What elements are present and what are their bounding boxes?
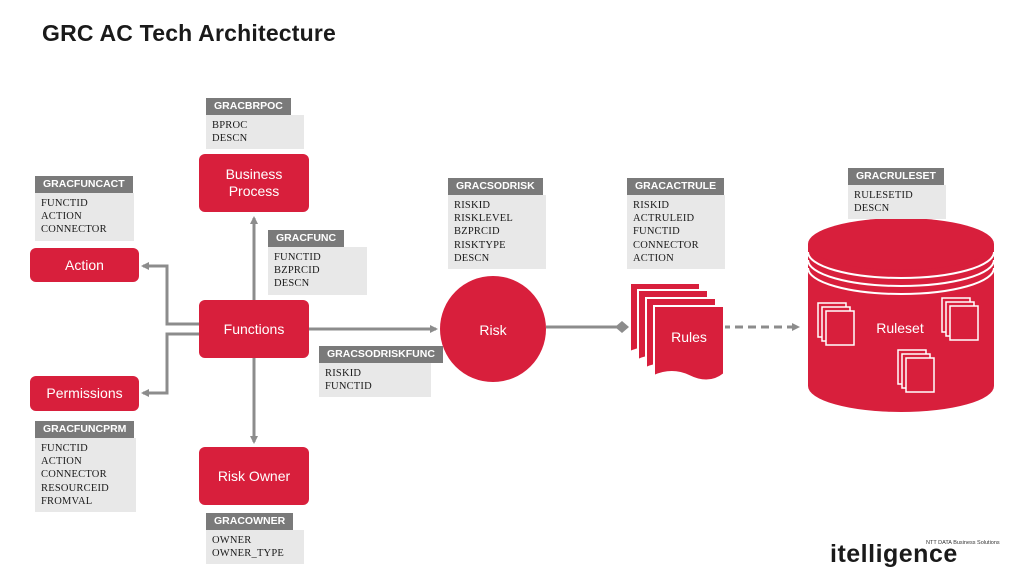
rules-label: Rules xyxy=(671,328,707,345)
table-body: FUNCTID BZPRCID DESCN xyxy=(268,247,367,295)
table-gracfuncprm: GRACFUNCPRM FUNCTID ACTION CONNECTOR RES… xyxy=(35,421,136,513)
business-process-node: Business Process xyxy=(199,154,309,212)
table-header: GRACSODRISKFUNC xyxy=(319,346,443,363)
table-field: DESCN xyxy=(854,203,890,215)
table-body: RISKID RISKLEVEL BZPRCID RISKTYPE DESCN xyxy=(448,195,546,270)
table-field: RESOURCEID xyxy=(41,482,109,494)
risk-owner-node: Risk Owner xyxy=(199,447,309,505)
table-field: ACTRULEID xyxy=(633,213,695,225)
table-field: OWNER_TYPE xyxy=(212,548,284,560)
table-gracbrpoc: GRACBRPOC BPROC DESCN xyxy=(206,98,304,150)
ruleset-doc-icon xyxy=(897,349,935,393)
diamond-marker xyxy=(615,321,629,333)
table-field: CONNECTOR xyxy=(633,239,699,251)
ruleset-doc-icon xyxy=(941,297,979,341)
table-field: FUNCTID xyxy=(274,252,321,263)
table-field: ACTION xyxy=(41,211,82,223)
ruleset-doc-icon xyxy=(817,302,855,346)
rules-node-label: Rules xyxy=(655,325,723,349)
table-field: BZPRCID xyxy=(274,265,320,277)
action-node: Action xyxy=(30,248,139,282)
table-gracruleset: GRACRULESET RULESETID DESCN xyxy=(848,168,946,220)
table-field: RISKID xyxy=(325,368,362,379)
table-field: RISKLEVEL xyxy=(454,213,513,225)
risk-node-label: Risk xyxy=(453,318,533,342)
table-field: ACTION xyxy=(633,252,674,264)
functions-label: Functions xyxy=(223,320,285,337)
table-body: BPROC DESCN xyxy=(206,115,304,150)
table-field: BPROC xyxy=(212,120,248,131)
table-header: GRACSODRISK xyxy=(448,178,543,195)
ruleset-node-label: Ruleset xyxy=(862,316,938,340)
table-body: OWNER OWNER_TYPE xyxy=(206,530,304,565)
table-field: FUNCTID xyxy=(41,198,88,209)
table-field: BZPRCID xyxy=(454,226,500,238)
table-field: DESCN xyxy=(274,278,310,290)
itelligence-logo: NTT DATA Business Solutions itelligence xyxy=(830,540,1000,568)
business-process-label: Business Process xyxy=(225,166,283,199)
table-field: RISKID xyxy=(454,200,491,211)
table-field: FUNCTID xyxy=(41,443,88,454)
table-field: RULESETID xyxy=(854,190,913,201)
table-body: FUNCTID ACTION CONNECTOR xyxy=(35,193,134,241)
table-body: RISKID ACTRULEID FUNCTID CONNECTOR ACTIO… xyxy=(627,195,725,270)
table-header: GRACFUNCPRM xyxy=(35,421,135,438)
arrow-functions-to-action xyxy=(141,262,199,326)
functions-node: Functions xyxy=(199,300,309,358)
table-body: FUNCTID ACTION CONNECTOR RESOURCEID FROM… xyxy=(35,438,136,513)
logo-tagline: NTT DATA Business Solutions xyxy=(926,540,1000,546)
table-header: GRACACTRULE xyxy=(627,178,725,195)
arrow-functions-to-permissions xyxy=(141,332,199,397)
table-header: GRACOWNER xyxy=(206,513,294,530)
rules-document-stack xyxy=(629,282,725,382)
table-field: DESCN xyxy=(454,252,490,264)
table-header: GRACRULESET xyxy=(848,168,944,185)
risk-circle xyxy=(440,276,546,382)
permissions-label: Permissions xyxy=(46,385,123,401)
table-field: CONNECTOR xyxy=(41,469,107,481)
table-field: DESCN xyxy=(212,133,248,145)
table-header: GRACFUNC xyxy=(268,230,345,247)
table-field: OWNER xyxy=(212,535,252,546)
permissions-node: Permissions xyxy=(30,376,139,411)
logo-wordmark: itelligence xyxy=(830,540,958,568)
table-body: RULESETID DESCN xyxy=(848,185,946,220)
ruleset-label: Ruleset xyxy=(876,319,924,336)
table-field: FUNCTID xyxy=(325,381,372,393)
table-field: FUNCTID xyxy=(633,226,680,238)
table-gracsodrisk: GRACSODRISK RISKID RISKLEVEL BZPRCID RIS… xyxy=(448,178,546,270)
table-body: RISKID FUNCTID xyxy=(319,363,431,398)
table-field: CONNECTOR xyxy=(41,224,107,236)
page-title: GRC AC Tech Architecture xyxy=(42,20,337,46)
risk-label: Risk xyxy=(479,321,507,338)
risk-owner-label: Risk Owner xyxy=(217,467,291,484)
table-gracactrule: GRACACTRULE RISKID ACTRULEID FUNCTID CON… xyxy=(627,178,725,270)
table-header: GRACFUNCACT xyxy=(35,176,133,193)
table-field: RISKTYPE xyxy=(454,239,506,251)
table-gracsodriskfunc: GRACSODRISKFUNC RISKID FUNCTID xyxy=(319,346,443,398)
table-gracowner: GRACOWNER OWNER OWNER_TYPE xyxy=(206,513,304,565)
action-label: Action xyxy=(65,256,104,273)
table-field: RISKID xyxy=(633,200,670,211)
table-field: FROMVAL xyxy=(41,495,93,507)
ruleset-cylinder xyxy=(807,218,995,412)
table-header: GRACBRPOC xyxy=(206,98,291,115)
table-gracfuncact: GRACFUNCACT FUNCTID ACTION CONNECTOR xyxy=(35,176,134,241)
table-gracfunc: GRACFUNC FUNCTID BZPRCID DESCN xyxy=(268,230,367,295)
table-field: ACTION xyxy=(41,456,82,468)
